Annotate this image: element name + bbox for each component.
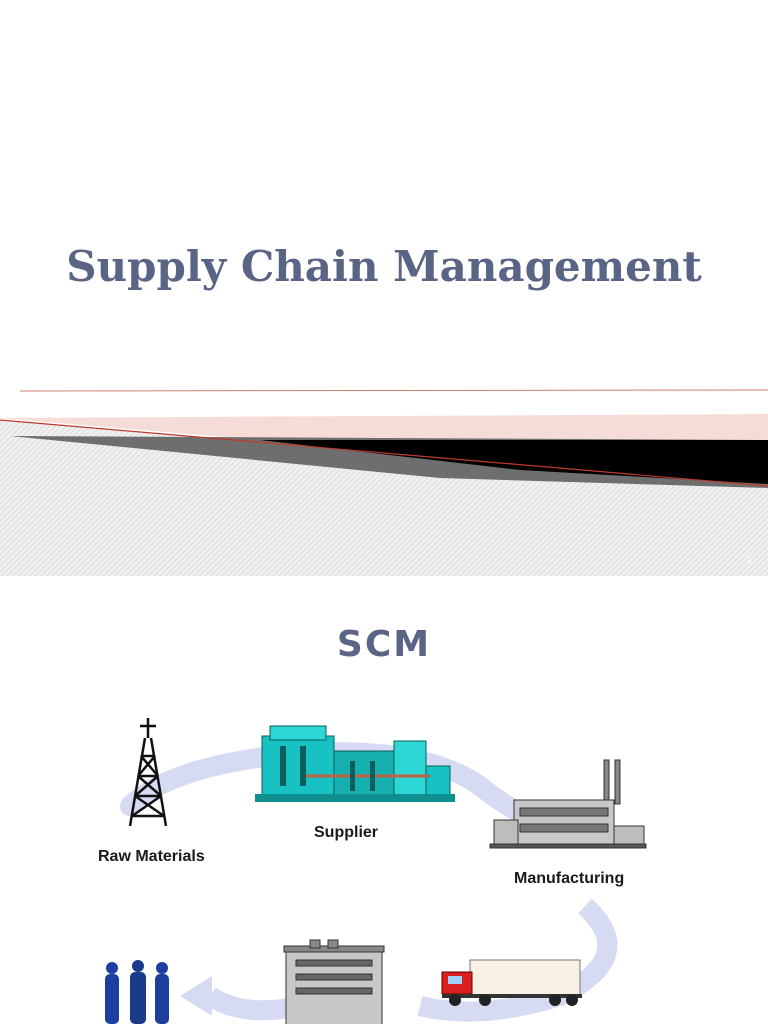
title-slide: Supply Chain Management 1 bbox=[0, 242, 768, 576]
decorative-wave-band bbox=[0, 389, 768, 576]
scm-slide: SCM bbox=[0, 576, 768, 1024]
pink-sweep bbox=[0, 414, 768, 440]
slide-title: Supply Chain Management bbox=[66, 242, 702, 291]
customers-icon bbox=[105, 960, 169, 1024]
supplier-label: Supplier bbox=[314, 824, 379, 841]
slide-title: SCM bbox=[336, 624, 432, 665]
accent-line bbox=[19, 389, 768, 392]
flow-arrow-bottom bbox=[204, 987, 292, 1021]
manufacturing-label: Manufacturing bbox=[514, 870, 625, 887]
supply-chain-diagram bbox=[105, 718, 647, 1024]
manufacturing-factory-icon bbox=[489, 759, 647, 849]
truck-icon bbox=[441, 959, 582, 1006]
black-wedge bbox=[260, 440, 768, 484]
warehouse-icon bbox=[283, 939, 385, 1024]
oil-derrick-icon bbox=[128, 718, 168, 827]
page-number: 1 bbox=[746, 555, 752, 565]
arrow-head bbox=[180, 976, 212, 1016]
hatched-band bbox=[0, 420, 768, 576]
red-accent-line bbox=[0, 419, 768, 487]
supplier-factory-icon bbox=[255, 725, 455, 802]
raw-materials-label: Raw Materials bbox=[98, 848, 205, 865]
